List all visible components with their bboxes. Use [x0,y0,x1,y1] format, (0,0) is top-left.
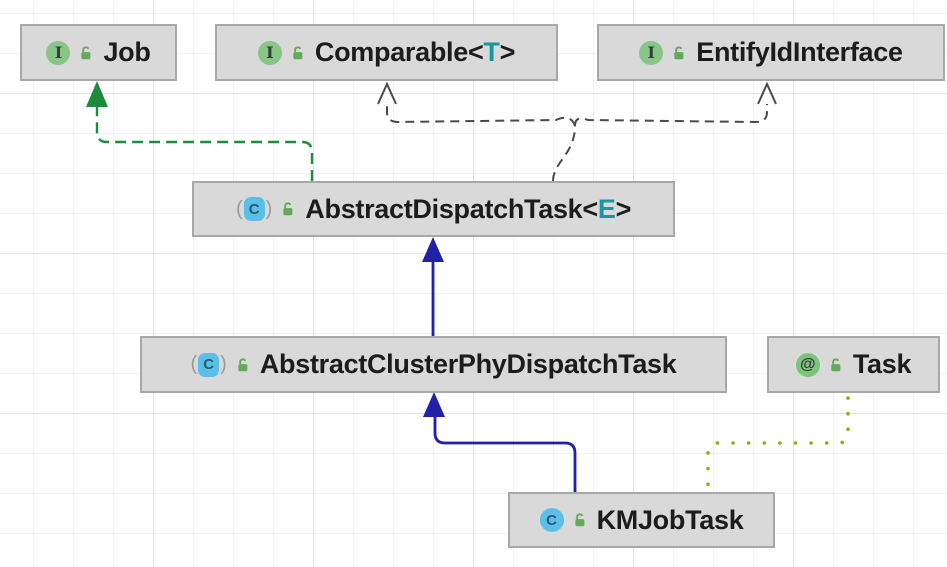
node-abstractclusterphydispatchtask[interactable]: ( C ) AbstractClusterPhyDispatchTask [140,336,727,393]
edge-extends-abstractdispatchtask[interactable] [422,237,444,336]
type-parameter: E [597,193,616,224]
unlocked-icon [293,45,303,59]
label-text: Comparable< [314,37,484,67]
node-label: AbstractDispatchTask<E> [305,194,631,225]
abstract-class-icon: ( C ) [236,197,272,221]
node-abstractclusterphydispatchtask-icons: ( C ) [190,352,250,377]
node-label: KMJobTask [596,504,744,535]
class-glyph: C [243,197,265,221]
node-label: AbstractClusterPhyDispatchTask [259,349,677,379]
node-task-icons: @ [795,352,843,377]
node-kmjobtask[interactable]: C KMJobTask [508,492,775,548]
edge-extends-abstractclusterphydispatchtask[interactable] [423,392,577,492]
node-entifyidinterface[interactable]: I EntifyIdInterface [597,24,945,81]
node-label: EntifyIdInterface [696,37,903,67]
unlocked-icon [238,357,248,371]
label-text: > [499,37,516,67]
node-label: Comparable<T> [315,37,515,68]
label-text: AbstractDispatchTask< [305,193,598,224]
unlocked-icon [283,202,293,216]
unlocked-icon [674,45,684,59]
unlocked-icon [574,513,584,527]
edge-implements-job[interactable] [86,81,314,181]
node-task[interactable]: @ Task [767,336,940,393]
node-abstractdispatchtask[interactable]: ( C ) AbstractDispatchTask<E> [192,181,675,237]
edge-annotation-task[interactable] [706,396,850,489]
abstract-paren: ) [220,353,227,375]
class-glyph: C [198,352,220,377]
unlocked-icon [831,357,841,371]
interface-icon: I [46,40,71,65]
node-abstractdispatchtask-icons: ( C ) [236,197,295,221]
unlocked-icon [81,45,91,59]
class-icon: C [539,508,564,532]
edge-implements-entifyidinterface[interactable] [574,81,777,127]
annotation-icon: @ [795,352,820,377]
node-label: Task [852,349,912,379]
interface-icon: I [639,40,664,65]
node-comparable[interactable]: I Comparable<T> [215,24,558,81]
node-kmjobtask-icons: C [539,508,587,532]
node-label: Job [103,37,151,67]
node-job[interactable]: I Job [20,24,177,81]
abstract-class-icon: ( C ) [190,352,227,377]
abstract-paren: ( [235,197,243,220]
abstract-paren: ) [265,197,273,220]
node-comparable-icons: I [257,40,305,65]
edge-implements-comparable[interactable] [377,81,576,182]
node-job-icons: I [46,40,93,65]
interface-icon: I [257,40,282,65]
type-parameter: T [483,37,500,67]
abstract-paren: ( [190,353,198,375]
label-text: > [615,193,632,224]
node-entifyidinterface-icons: I [639,40,686,65]
